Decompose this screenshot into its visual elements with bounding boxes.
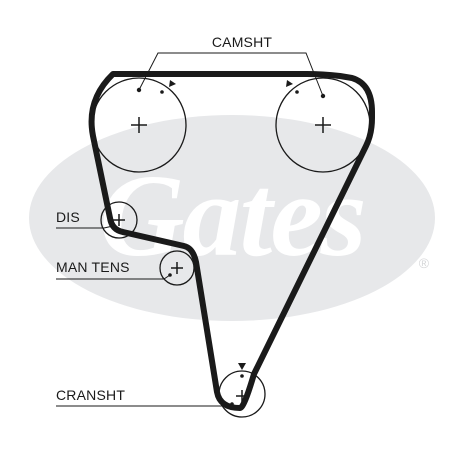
timing-mark-arrow-icon	[238, 363, 246, 370]
camshaft-leader-line	[138, 52, 324, 97]
watermark-ellipse	[29, 115, 435, 321]
camshaft-label: CAMSHT	[212, 34, 273, 50]
center-cross-icon	[113, 214, 125, 226]
camshaft-pulley-right-circle	[275, 77, 371, 173]
center-cross-icon	[171, 262, 183, 274]
distributor-leader-dot	[111, 224, 115, 228]
tensioner-leader-line	[56, 274, 171, 280]
gates-watermark: Gates ®	[29, 115, 435, 321]
timing-mark-dot	[295, 90, 299, 94]
center-cross-icon	[236, 390, 248, 402]
watermark-registered-mark: ®	[419, 255, 430, 271]
tensioner-pulley	[159, 250, 195, 286]
crankshaft-pulley	[218, 363, 266, 418]
distributor-label: DIS	[56, 209, 80, 225]
crankshaft-callout: CRANSHT	[56, 387, 233, 407]
center-cross-icon	[315, 117, 331, 133]
tensioner-pulley-circle	[159, 250, 195, 286]
camshaft-pulley-left	[91, 77, 187, 173]
center-cross-icon	[131, 117, 147, 133]
distributor-leader-line	[56, 225, 114, 229]
crankshaft-label: CRANSHT	[56, 387, 125, 403]
timing-mark-dot	[240, 374, 244, 378]
tensioner-callout: MAN TENS	[56, 259, 172, 280]
timing-belt	[88, 71, 375, 411]
camshaft-pulley-left-circle	[91, 77, 187, 173]
watermark-wordmark: Gates	[99, 150, 364, 281]
crankshaft-pulley-circle	[218, 370, 266, 418]
camshaft-callout: CAMSHT	[138, 34, 324, 97]
tensioner-leader-dot	[168, 273, 172, 277]
distributor-pulley-circle	[100, 201, 138, 239]
distributor-pulley	[100, 201, 138, 239]
timing-mark-arrow-icon	[286, 80, 293, 87]
distributor-callout: DIS	[56, 209, 115, 229]
tensioner-label: MAN TENS	[56, 259, 130, 275]
timing-mark-arrow-icon	[169, 80, 176, 87]
crankshaft-leader-line	[56, 403, 233, 407]
timing-mark-dot	[160, 90, 164, 94]
